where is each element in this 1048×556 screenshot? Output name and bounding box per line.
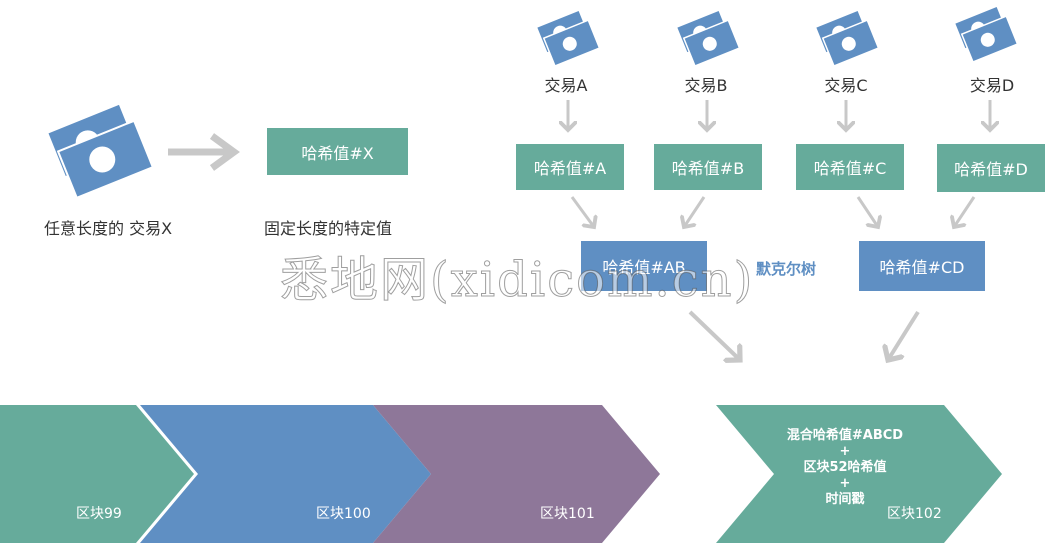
fixed-length-label: 固定长度的特定值 (264, 219, 393, 238)
hash-cd-box: 哈希值#CD (859, 241, 985, 291)
banknote-icon (45, 102, 155, 198)
block-101-shape (373, 405, 660, 543)
arrow-d-cd (954, 196, 976, 227)
arrow-cd-merge (888, 310, 920, 360)
hash-x-box: 哈希值#X (267, 128, 408, 175)
block-101-label: 区块101 (540, 506, 595, 522)
arrow-b-ab (684, 196, 706, 227)
banknote-icon-b (676, 8, 740, 66)
arrow-to-hash-x (168, 133, 240, 171)
banknote-icon-c (815, 8, 879, 66)
prev-block-hash-line: 区块52哈希值 (803, 460, 887, 475)
hash-d-box: 哈希值#D (937, 144, 1045, 192)
merkle-tree-label: 默克尔树 (756, 260, 817, 278)
hash-ab-box: 哈希值#AB (581, 241, 707, 291)
tx-label-b: 交易B (684, 76, 728, 95)
tx-label-d: 交易D (969, 76, 1015, 95)
block-100-label: 区块100 (316, 506, 371, 522)
block-99-shape (0, 405, 194, 543)
banknote-icon-a (536, 8, 600, 66)
merged-plus-1: + (839, 444, 851, 459)
tx-label-a: 交易A (544, 76, 588, 95)
arbitrary-length-label: 任意长度的 交易X (44, 219, 173, 238)
arrow-a-ab (570, 196, 594, 227)
merged-hash-line: 混合哈希值#ABCD (786, 428, 904, 443)
banknote-icon-d (954, 4, 1018, 62)
hash-a-box: 哈希值#A (516, 144, 624, 190)
block-102-label: 区块102 (887, 506, 942, 522)
tx-label-c: 交易C (824, 76, 868, 95)
hash-c-box: 哈希值#C (796, 144, 904, 190)
merged-plus-2: + (839, 476, 851, 491)
arrow-c-cd (856, 196, 878, 227)
watermark-text: 悉地网(xidicom.cn) (279, 252, 755, 309)
timestamp-line: 时间戳 (825, 492, 865, 507)
block-102-shape (716, 405, 1002, 543)
hash-b-box: 哈希值#B (654, 144, 762, 190)
block-100-shape (140, 405, 431, 543)
block-99-label: 区块99 (76, 506, 122, 522)
arrow-ab-merge (688, 310, 740, 360)
merged-hash-text: 混合哈希值#ABCD + 区块52哈希值 + 时间戳 (760, 428, 930, 508)
